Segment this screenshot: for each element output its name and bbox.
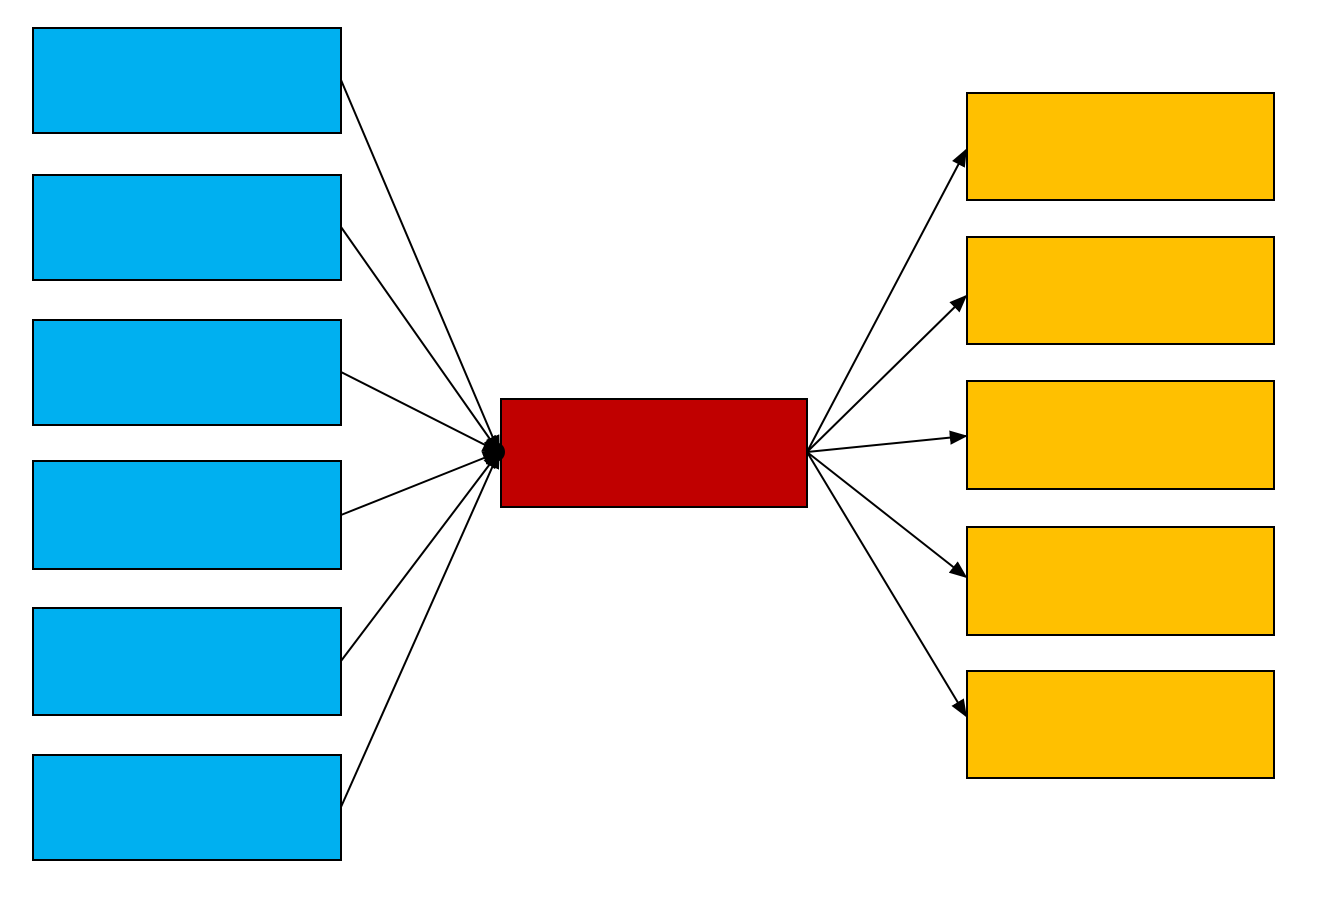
source-6-node <box>32 754 342 861</box>
target-4-node <box>966 526 1275 636</box>
arrow-hub-to-target-1 <box>806 148 967 453</box>
arrow-hub-to-target-3 <box>806 430 968 453</box>
arrow-hub-to-target-2 <box>806 294 968 453</box>
arrow-source-5-to-hub <box>340 450 501 662</box>
nodes-layer <box>32 27 1275 861</box>
overlay-layer <box>485 442 505 462</box>
target-1-node <box>966 92 1275 201</box>
arrow-hub-to-target-4 <box>806 451 968 579</box>
source-1-node <box>32 27 342 134</box>
arrow-convergence-blob <box>485 442 505 462</box>
arrow-source-4-to-hub <box>340 451 501 516</box>
arrow-hub-to-target-5 <box>806 451 967 718</box>
target-5-node <box>966 670 1275 779</box>
target-2-node <box>966 236 1275 345</box>
edges-layer <box>340 79 968 808</box>
source-2-node <box>32 174 342 281</box>
arrow-source-3-to-hub <box>340 371 501 453</box>
target-3-node <box>966 380 1275 490</box>
source-3-node <box>32 319 342 426</box>
source-5-node <box>32 607 342 716</box>
arrow-source-6-to-hub <box>340 450 500 808</box>
arrow-source-2-to-hub <box>340 226 501 454</box>
source-4-node <box>32 460 342 570</box>
hub-node <box>500 398 808 508</box>
arrow-source-1-to-hub <box>340 79 500 454</box>
